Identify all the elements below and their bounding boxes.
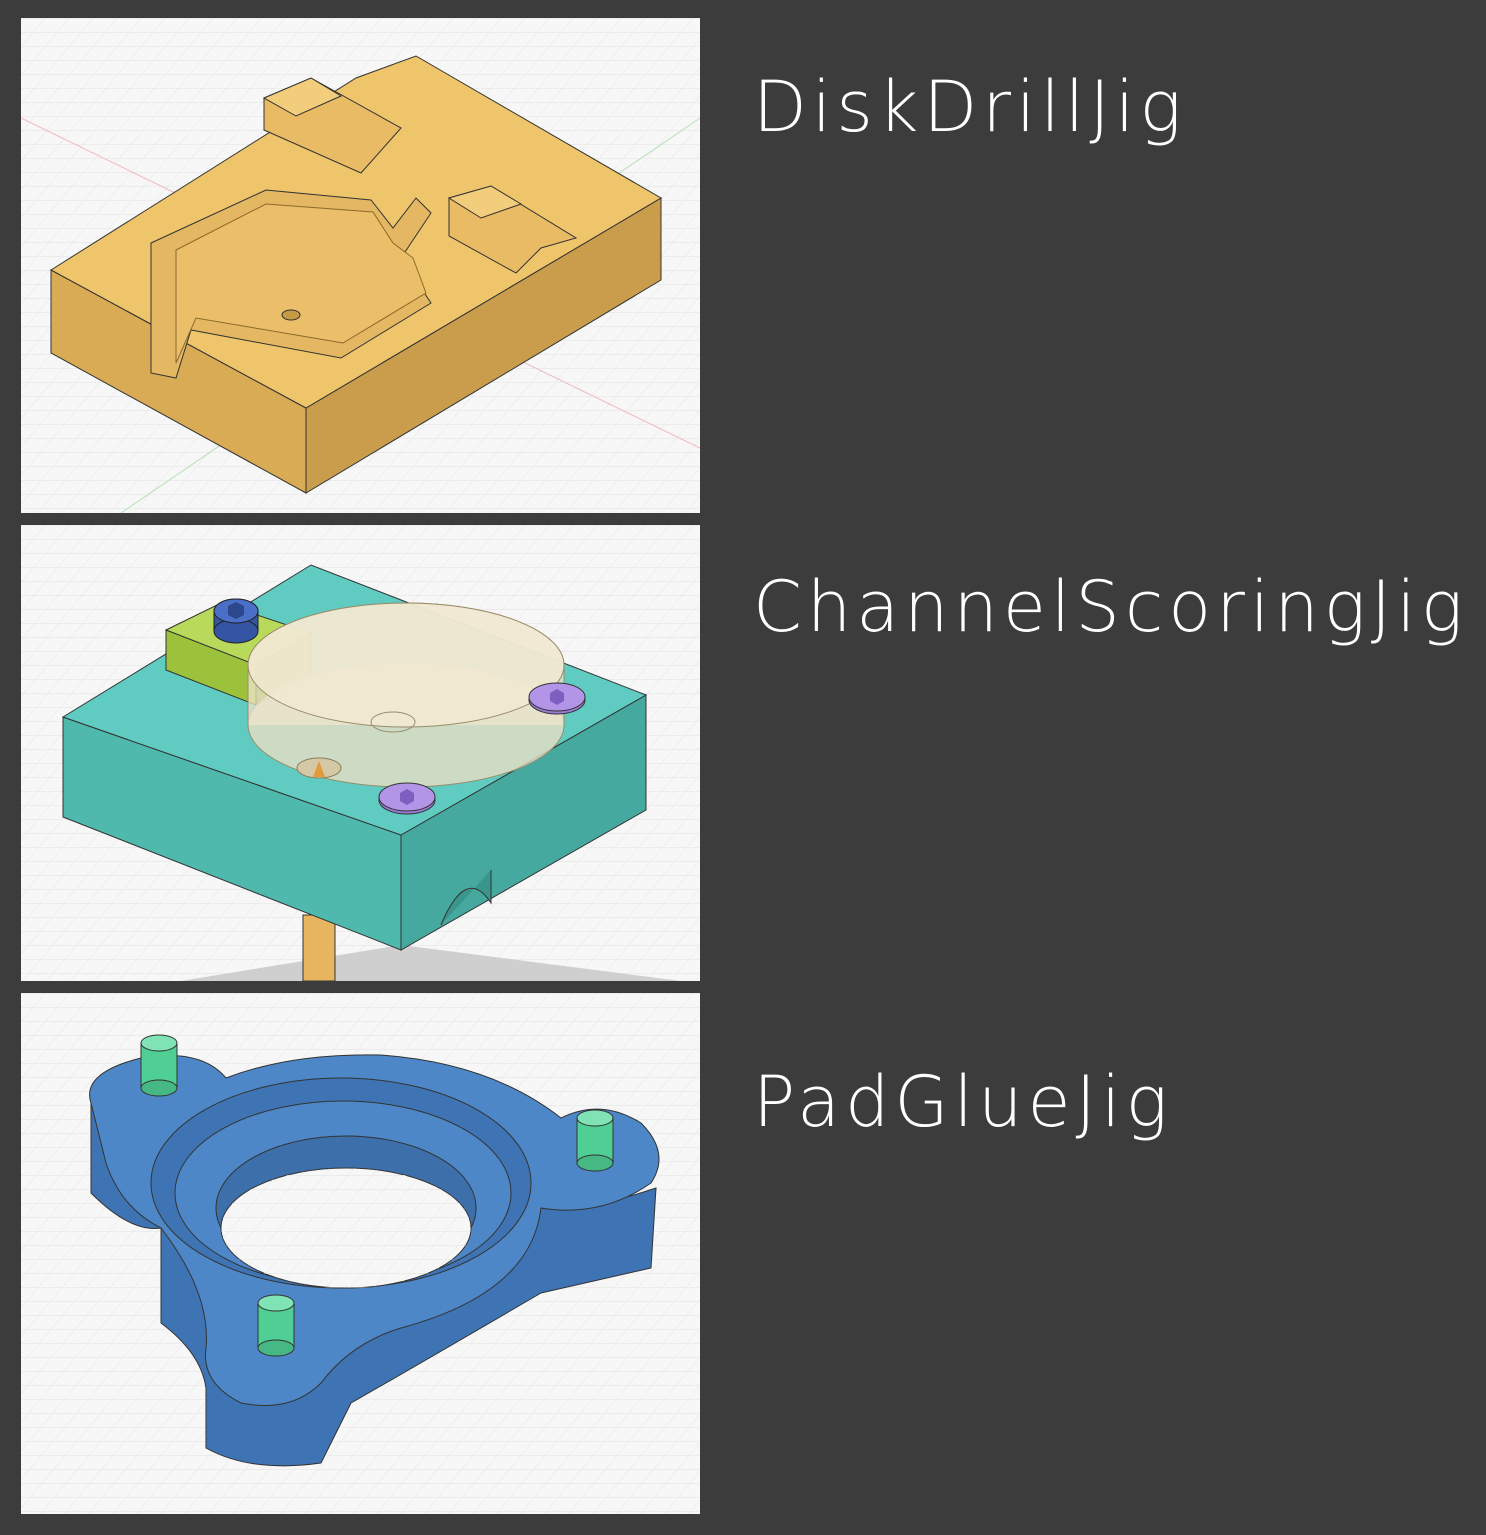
pad-glue-jig-render [21, 993, 700, 1514]
pad-glue-jig-label: PadGlueJig [753, 1061, 1173, 1143]
channel-scoring-jig-label: ChannelScoringJig [753, 566, 1468, 648]
channel-scoring-jig-render [21, 525, 700, 981]
disk-drill-jig-render [21, 18, 700, 513]
pad-glue-jig-viewport [21, 993, 700, 1514]
disk-drill-jig-viewport [21, 18, 700, 513]
channel-scoring-jig-viewport [21, 525, 700, 981]
disk-drill-jig-label: DiskDrillJig [753, 66, 1187, 148]
